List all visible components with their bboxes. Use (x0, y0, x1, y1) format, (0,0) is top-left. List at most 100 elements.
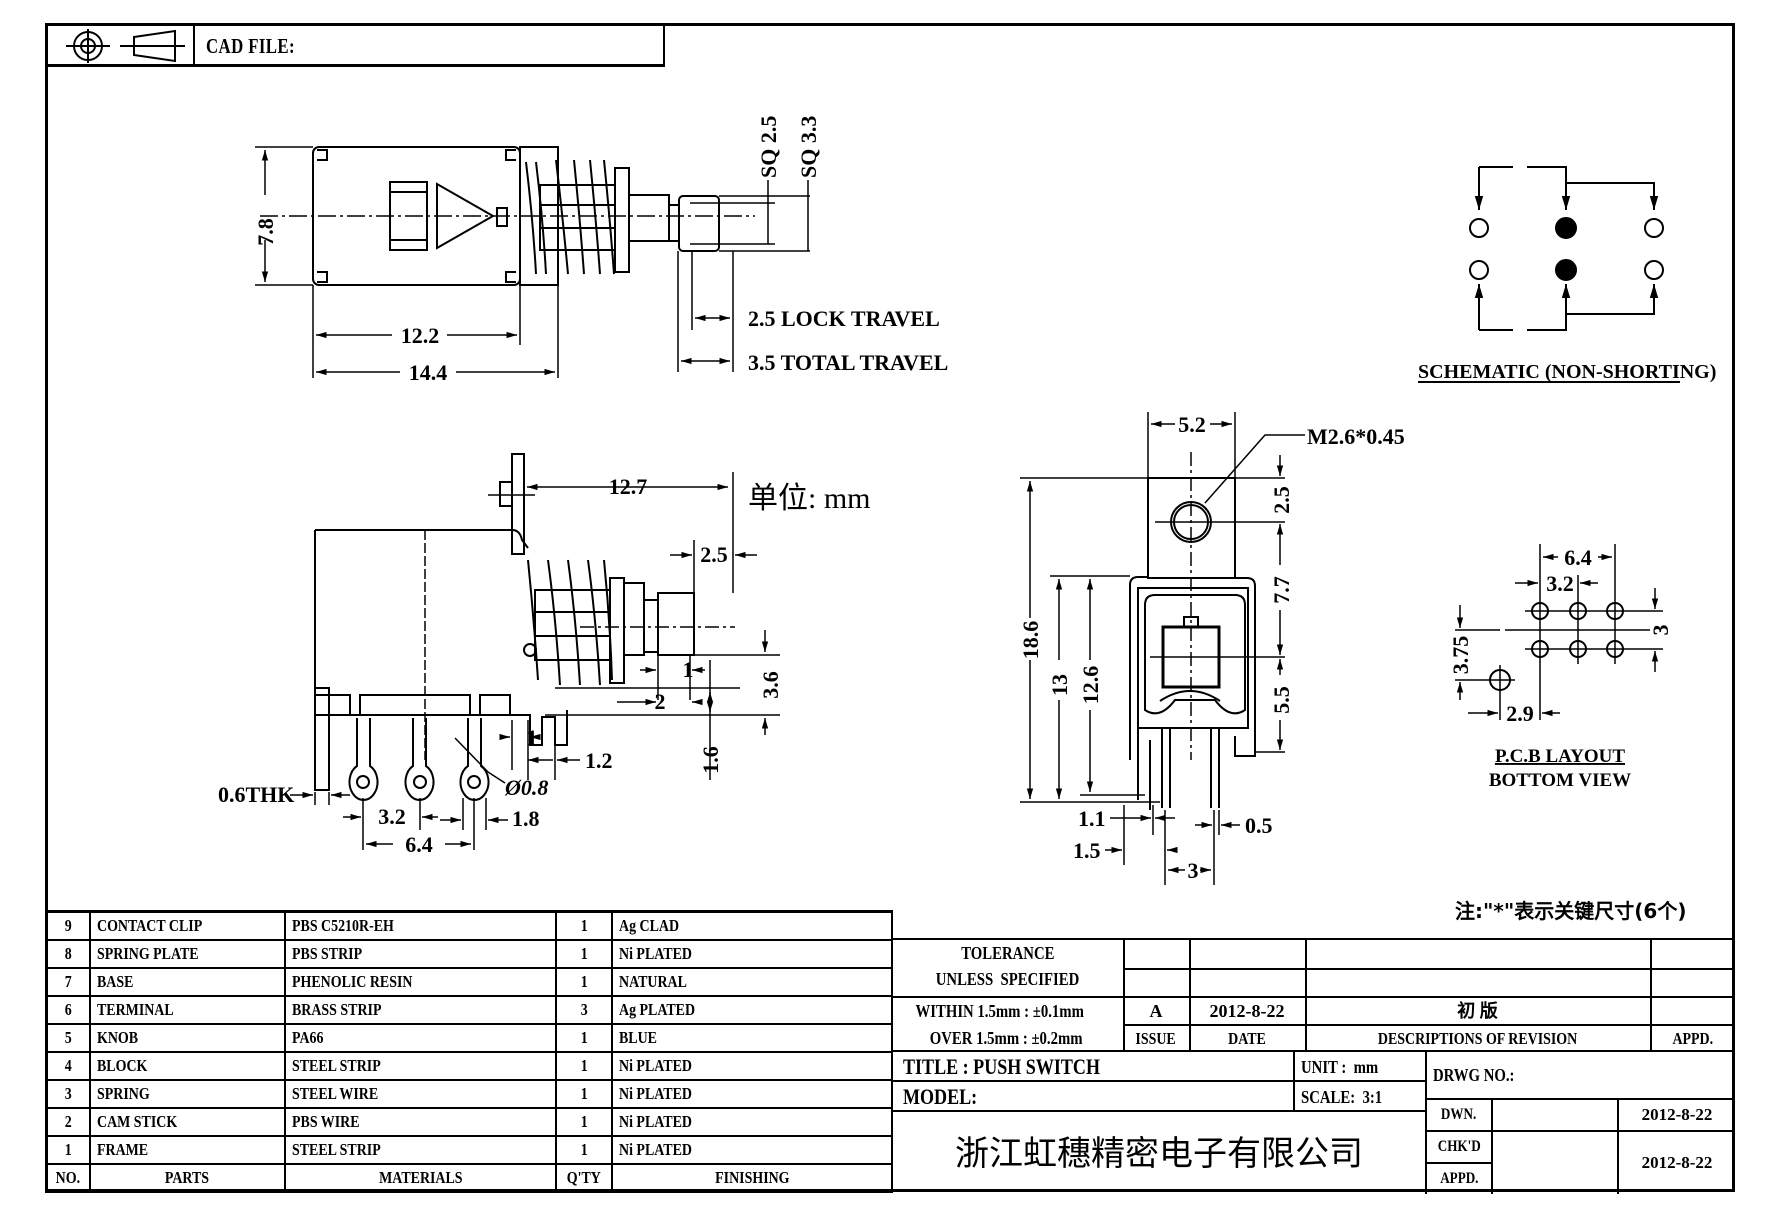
tolerance-title: TOLERANCE UNLESS SPECIFIED (893, 940, 1123, 996)
schematic-caption: SCHEMATIC (NON-SHORTING) (1418, 361, 1716, 383)
first-angle-projection-cone-icon (120, 29, 185, 63)
dim-12-6: 12.6 (1078, 666, 1103, 705)
projection-symbol (66, 29, 185, 63)
dim-2: 2 (655, 689, 666, 714)
col-description: DESCRIPTIONS OF REVISION (1377, 1029, 1578, 1048)
unit-note: 单位: mm (748, 482, 871, 515)
lock-travel-label: 2.5 LOCK TRAVEL (748, 306, 940, 331)
pcb-dim-2-9: 2.9 (1506, 701, 1534, 726)
parts-table-header: NO. PARTS MATERIALS Q'TY FINISHING (45, 1163, 894, 1193)
pcb-dim-3-75: 3.75 (1448, 636, 1473, 675)
part-name: TERMINAL (88, 995, 286, 1025)
pcb-caption-1: P.C.B LAYOUT (1495, 746, 1625, 767)
dim-sq-3-3: SQ 3.3 (796, 116, 821, 178)
technical-drawing: 7.8 12.2 14.4 SQ 2.5 SQ 3.3 2.5 LOCK TRA… (218, 116, 1716, 885)
part-finishing: Ag PLATED (610, 995, 894, 1025)
header-qty: Q'TY (555, 1163, 613, 1193)
cad-file-label: CAD FILE: (206, 34, 296, 58)
side-view (290, 453, 780, 850)
part-no: 1 (45, 1135, 91, 1165)
dim-2-5-front: 2.5 (1269, 486, 1294, 514)
unit-field: UNIT : mm (1293, 1052, 1425, 1082)
dim-3-2-side: 3.2 (378, 804, 406, 829)
dim-1-top: 1 (683, 657, 694, 682)
pcb-layout (1455, 544, 1663, 720)
part-name: FRAME (88, 1135, 286, 1165)
dim-7-7: 7.7 (1269, 576, 1294, 604)
parts-table-frame (45, 910, 893, 1192)
col-appd: APPD. (1672, 1029, 1713, 1048)
part-finishing: Ni PLATED (610, 1051, 894, 1081)
part-finishing: Ni PLATED (610, 1079, 894, 1109)
tolerance-over: OVER 1.5mm : ±0.2mm (929, 1028, 1083, 1048)
part-qty: 1 (555, 1079, 613, 1109)
part-name: KNOB (88, 1023, 286, 1053)
dim-2-5-side: 2.5 (700, 542, 728, 567)
part-material: PBS STRIP (283, 939, 558, 969)
part-name: CAM STICK (88, 1107, 286, 1137)
part-finishing: Ni PLATED (610, 1107, 894, 1137)
part-no: 8 (45, 939, 91, 969)
drawing-number-label: DRWG NO.: (1433, 1065, 1515, 1085)
part-material: BRASS STRIP (283, 995, 558, 1025)
title-block: TITLE : PUSH SWITCH MODEL: UNIT : mm SCA… (893, 1050, 1735, 1194)
appd-label: APPD. (1439, 1170, 1479, 1187)
part-qty: 1 (555, 1023, 613, 1053)
tolerance-values: WITHIN 1.5mm : ±0.1mm OVER 1.5mm : ±0.2m… (893, 996, 1123, 1054)
schematic-diagram (1469, 166, 1664, 331)
part-no: 7 (45, 967, 91, 997)
dim-3: 3 (1188, 858, 1199, 883)
company-name: 浙江虹穗精密电子有限公司 (955, 1134, 1363, 1174)
part-no: 3 (45, 1079, 91, 1109)
header-divider (193, 26, 195, 64)
part-material: STEEL STRIP (283, 1051, 558, 1081)
dim-1-8: 1.8 (512, 806, 540, 831)
part-qty: 3 (555, 995, 613, 1025)
part-qty: 1 (555, 911, 613, 941)
tolerance-title-line-2: UNLESS SPECIFIED (936, 969, 1080, 989)
part-qty: 1 (555, 1051, 613, 1081)
drawing-model: MODEL: (893, 1082, 1293, 1112)
tolerance-title-line-1: TOLERANCE (961, 943, 1055, 963)
front-view (1020, 412, 1305, 885)
first-angle-projection-circle-icon (66, 29, 110, 63)
part-material: STEEL STRIP (283, 1135, 558, 1165)
dim-12-7: 12.7 (609, 474, 648, 499)
part-no: 4 (45, 1051, 91, 1081)
part-no: 5 (45, 1023, 91, 1053)
pcb-dim-6-4: 6.4 (1564, 545, 1592, 570)
top-view (255, 146, 810, 378)
dwn-date: 2012-8-22 (1641, 1105, 1713, 1124)
dim-3-6: 3.6 (758, 671, 783, 699)
dwn-label: DWN. (1441, 1106, 1477, 1123)
part-material: PBS C5210R-EH (283, 911, 558, 941)
dim-hole-0-8: Ø0.8 (504, 775, 548, 800)
col-issue: ISSUE (1135, 1029, 1177, 1048)
dim-1-bottom: 1 (527, 725, 538, 750)
dim-1-1: 1.1 (1078, 806, 1106, 831)
part-name: BLOCK (88, 1051, 286, 1081)
dim-height-7-8: 7.8 (253, 218, 278, 246)
part-material: STEEL WIRE (283, 1079, 558, 1109)
part-material: PHENOLIC RESIN (283, 967, 558, 997)
part-material: PBS WIRE (283, 1107, 558, 1137)
drawing-title: TITLE : PUSH SWITCH (893, 1052, 1293, 1082)
part-finishing: BLUE (610, 1023, 894, 1053)
part-name: CONTACT CLIP (88, 911, 286, 941)
header-finishing: FINISHING (610, 1163, 894, 1193)
part-qty: 1 (555, 939, 613, 969)
dim-13: 13 (1047, 674, 1072, 696)
dim-1-2: 1.2 (585, 748, 613, 773)
dim-6-4-side: 6.4 (405, 832, 433, 857)
tolerance-within: WITHIN 1.5mm : ±0.1mm (915, 1001, 1084, 1021)
part-finishing: Ni PLATED (610, 939, 894, 969)
